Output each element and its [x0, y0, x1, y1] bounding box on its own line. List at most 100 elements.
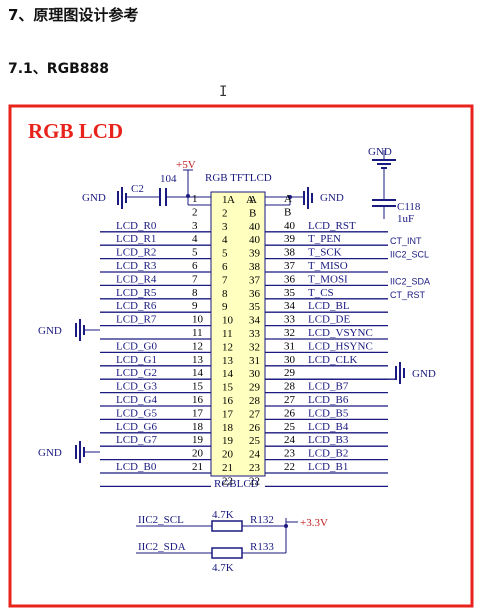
- pin-number-right: 38: [284, 247, 296, 259]
- right-signal-label: T_CS: [308, 287, 334, 299]
- pin-number-right: 33: [284, 314, 296, 326]
- connector-ref: RGBLCD: [214, 478, 259, 490]
- right-signal-label: LCD_HSYNC: [308, 340, 373, 352]
- gnd-left-top-label: GND: [82, 192, 106, 204]
- pin-number-inner-right: 23: [249, 462, 261, 474]
- pin-number-right: A: [284, 193, 292, 205]
- right-signal-label: T_PEN: [308, 233, 341, 245]
- pin-number-left: 21: [192, 461, 203, 473]
- pin-number-inner-left: 9: [222, 301, 228, 313]
- r132-ref: R132: [250, 514, 274, 526]
- subsection-heading: 7.1、RGB888: [8, 61, 109, 77]
- pin-number-right: 31: [284, 340, 295, 352]
- pin-number-inner-left: 13: [222, 355, 234, 367]
- pin-number-right: 28: [284, 381, 296, 393]
- pin-number-left: 18: [192, 421, 204, 433]
- section-heading: 7、原理图设计参考: [8, 6, 139, 24]
- right-signal-label: LCD_BL: [308, 300, 350, 312]
- pin-number-inner-left: 19: [222, 435, 234, 447]
- pin-number-inner-right: 38: [249, 261, 261, 273]
- gnd-right-top-label: GND: [320, 192, 344, 204]
- cap-c118-value: 1uF: [397, 213, 414, 225]
- diagram-title: RGB LCD: [28, 119, 123, 143]
- gnd-left-mid-label: GND: [38, 325, 62, 337]
- pin-number-inner-right: 33: [249, 328, 261, 340]
- left-signal-label: LCD_G5: [116, 407, 157, 419]
- right-signal-label: T_MISO: [308, 260, 348, 272]
- left-signal-label: LCD_R3: [116, 260, 157, 272]
- pin-number-inner-left: 12: [222, 341, 233, 353]
- gnd-right-mid-label: GND: [412, 368, 436, 380]
- pin-number-left: 11: [192, 327, 203, 339]
- pin-number-inner-right: 32: [249, 341, 260, 353]
- pin-number-inner-right: 25: [249, 435, 261, 447]
- pin-number-left: 4: [192, 233, 198, 245]
- pin-number-inner-left: 16: [222, 395, 234, 407]
- pin-number-left: 6: [192, 260, 198, 272]
- left-signal-label: LCD_R2: [116, 247, 156, 259]
- pin-number-left: 3: [192, 220, 198, 232]
- net-alias-label: IIC2_SCL: [390, 250, 429, 260]
- pin-number-right: 24: [284, 434, 296, 446]
- net-alias-label: CT_INT: [390, 236, 422, 246]
- pin-number-left: 9: [192, 300, 198, 312]
- pin-number-right: B: [284, 206, 291, 218]
- pin-number-inner-right: 39: [249, 248, 261, 260]
- net-alias-label: CT_RST: [390, 290, 426, 300]
- pin-number-inner-right: 40: [249, 221, 261, 233]
- right-signal-label: LCD_B4: [308, 421, 349, 433]
- pin-number-inner-left: 1: [222, 194, 228, 206]
- pin-number-inner-right: B: [249, 207, 256, 219]
- right-signal-label: LCD_DE: [308, 314, 350, 326]
- cap-c118-ref: C118: [397, 201, 421, 213]
- left-signal-label: LCD_G6: [116, 421, 157, 433]
- pin-number-inner-right: 34: [249, 315, 261, 327]
- left-signal-label: LCD_B0: [116, 461, 157, 473]
- pin-number-left: 7: [192, 273, 198, 285]
- pin-number-right: 30: [284, 354, 296, 366]
- pin-number-inner-left: 7: [222, 274, 228, 286]
- left-signal-label: LCD_R5: [116, 287, 157, 299]
- left-signal-label: LCD_G1: [116, 354, 157, 366]
- power-5v-label: +5V: [176, 159, 196, 171]
- pin-number-left: 17: [192, 407, 204, 419]
- pin-number-right: 39: [284, 233, 296, 245]
- pin-number-left: 10: [192, 314, 204, 326]
- cap-c2-value: 104: [160, 173, 177, 185]
- pin-number-right: 32: [284, 327, 295, 339]
- pin-number-inner-left: 15: [222, 382, 234, 394]
- pin-number-left: 2: [192, 206, 198, 218]
- pin-number-inner-left: 22: [222, 475, 233, 487]
- right-signal-label: LCD_VSYNC: [308, 327, 373, 339]
- pin-number-inner-left: 2: [222, 207, 228, 219]
- pin-number-inner-left: 11: [222, 328, 233, 340]
- right-signal-label: LCD_B5: [308, 407, 349, 419]
- pin-number-inner-right: 37: [249, 274, 261, 286]
- connector-col-a-label: A: [227, 194, 235, 206]
- iic-scl-label: IIC2_SCL: [138, 514, 184, 526]
- connector-col-a-label-right: A: [246, 194, 254, 206]
- left-signal-label: LCD_G4: [116, 394, 157, 406]
- pin-number-inner-right: 28: [249, 395, 261, 407]
- pin-number-inner-left: 6: [222, 261, 228, 273]
- pin-number-inner-left: 10: [222, 315, 234, 327]
- gnd-c118-label: GND: [368, 146, 392, 158]
- pin-number-right: 25: [284, 421, 296, 433]
- pin-number-left: 14: [192, 367, 204, 379]
- power-3v3-label: +3.3V: [300, 517, 328, 529]
- pin-number-inner-right: 30: [249, 368, 261, 380]
- pin-number-left: 20: [192, 448, 204, 460]
- pin-number-left: 8: [192, 287, 198, 299]
- pin-number-left: 1: [192, 193, 198, 205]
- r133-ref: R133: [250, 541, 274, 553]
- pin-number-right: 22: [284, 461, 295, 473]
- left-signal-label: LCD_G2: [116, 367, 157, 379]
- pin-number-left: 16: [192, 394, 204, 406]
- r132-value: 4.7K: [212, 509, 234, 521]
- pin-number-left: 12: [192, 340, 203, 352]
- left-signal-label: LCD_R1: [116, 233, 156, 245]
- pin-number-left: 15: [192, 381, 204, 393]
- pin-number-inner-right: 29: [249, 382, 261, 394]
- right-signal-label: LCD_RST: [308, 220, 356, 232]
